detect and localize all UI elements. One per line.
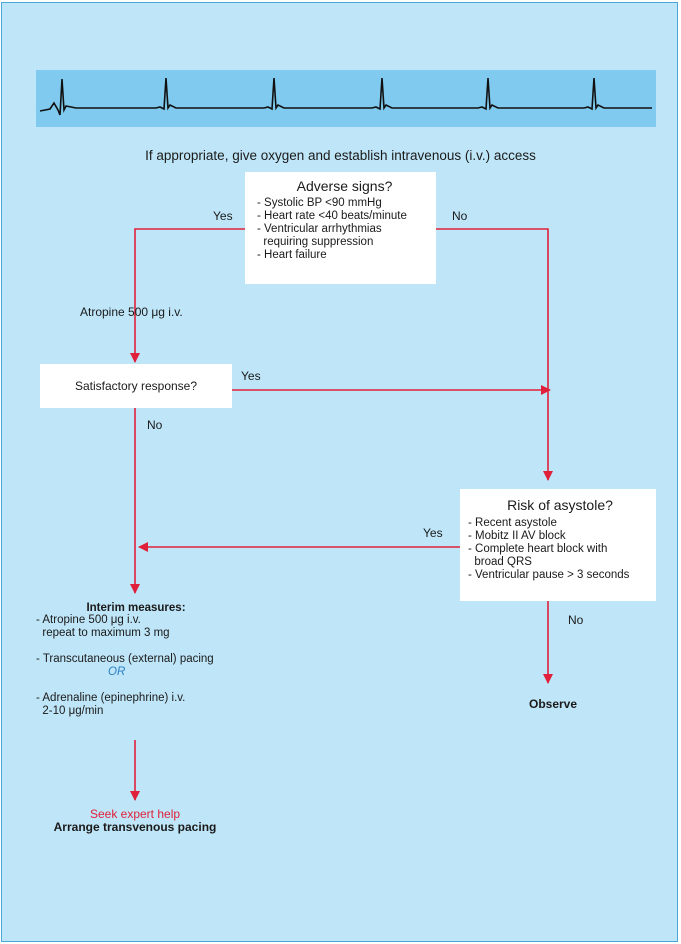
arrange-transvenous-pacing: Arrange transvenous pacing — [53, 820, 217, 834]
arrow-adverse-yes — [130, 228, 245, 363]
interim-measures: Interim measures: - Atropine 500 μg i.v.… — [36, 602, 276, 718]
label-yes-asystole: Yes — [423, 526, 443, 540]
interim-measures-heading: Interim measures: — [86, 602, 186, 614]
interim-item: - Atropine 500 μg i.v. — [36, 614, 141, 626]
label-no-asystole: No — [568, 613, 584, 627]
risk-of-asystole-list: - Recent asystole - Mobitz II AV block -… — [468, 517, 652, 582]
adverse-sign-item: - Ventricular arrhythmias — [257, 223, 382, 235]
label-yes-adverse: Yes — [213, 209, 233, 223]
risk-of-asystole-title: Risk of asystole? — [507, 497, 613, 513]
asystole-risk-item: - Mobitz II AV block — [468, 530, 566, 542]
interim-item: - Adrenaline (epinephrine) i.v. — [36, 692, 186, 704]
adverse-sign-item: requiring suppression — [257, 236, 374, 248]
adverse-sign-item: - Systolic BP <90 mmHg — [257, 197, 382, 209]
asystole-risk-item: - Complete heart block with — [468, 543, 608, 555]
adverse-sign-item: - Heart rate <40 beats/minute — [257, 210, 407, 222]
or-label: OR — [108, 666, 126, 678]
adverse-sign-item: - Heart failure — [257, 249, 327, 261]
interim-item: - Transcutaneous (external) pacing — [36, 653, 214, 665]
seek-expert-help: Seek expert help — [89, 807, 181, 821]
label-atropine: Atropine 500 μg i.v. — [80, 305, 183, 319]
line-adverse-no — [436, 228, 553, 481]
asystole-risk-item: - Recent asystole — [468, 517, 557, 529]
ecg-strip — [36, 70, 656, 127]
interim-measures-list: - Atropine 500 μg i.v. repeat to maximum… — [36, 614, 276, 718]
satisfactory-response-box: Satisfactory response? — [40, 364, 232, 408]
spacer — [36, 679, 276, 692]
adverse-signs-box: Adverse signs? - Systolic BP <90 mmHg - … — [245, 172, 436, 284]
spacer — [36, 640, 276, 653]
intro-text: If appropriate, give oxygen and establis… — [145, 148, 536, 163]
label-observe: Observe — [529, 697, 578, 711]
label-yes-satisfactory: Yes — [241, 369, 261, 383]
adverse-signs-title: Adverse signs? — [296, 178, 393, 194]
label-no-adverse: No — [452, 209, 468, 223]
asystole-risk-item: - Ventricular pause > 3 seconds — [468, 569, 630, 581]
interim-item: 2-10 μg/min — [36, 705, 104, 717]
adverse-signs-list: - Systolic BP <90 mmHg - Heart rate <40 … — [257, 197, 432, 262]
label-no-satisfactory: No — [147, 418, 163, 432]
interim-item: repeat to maximum 3 mg — [36, 627, 170, 639]
asystole-risk-item: broad QRS — [468, 556, 532, 568]
ecg-trace — [39, 77, 652, 116]
satisfactory-response-title: Satisfactory response? — [74, 379, 198, 393]
risk-of-asystole-box: Risk of asystole? - Recent asystole - Mo… — [460, 489, 656, 601]
